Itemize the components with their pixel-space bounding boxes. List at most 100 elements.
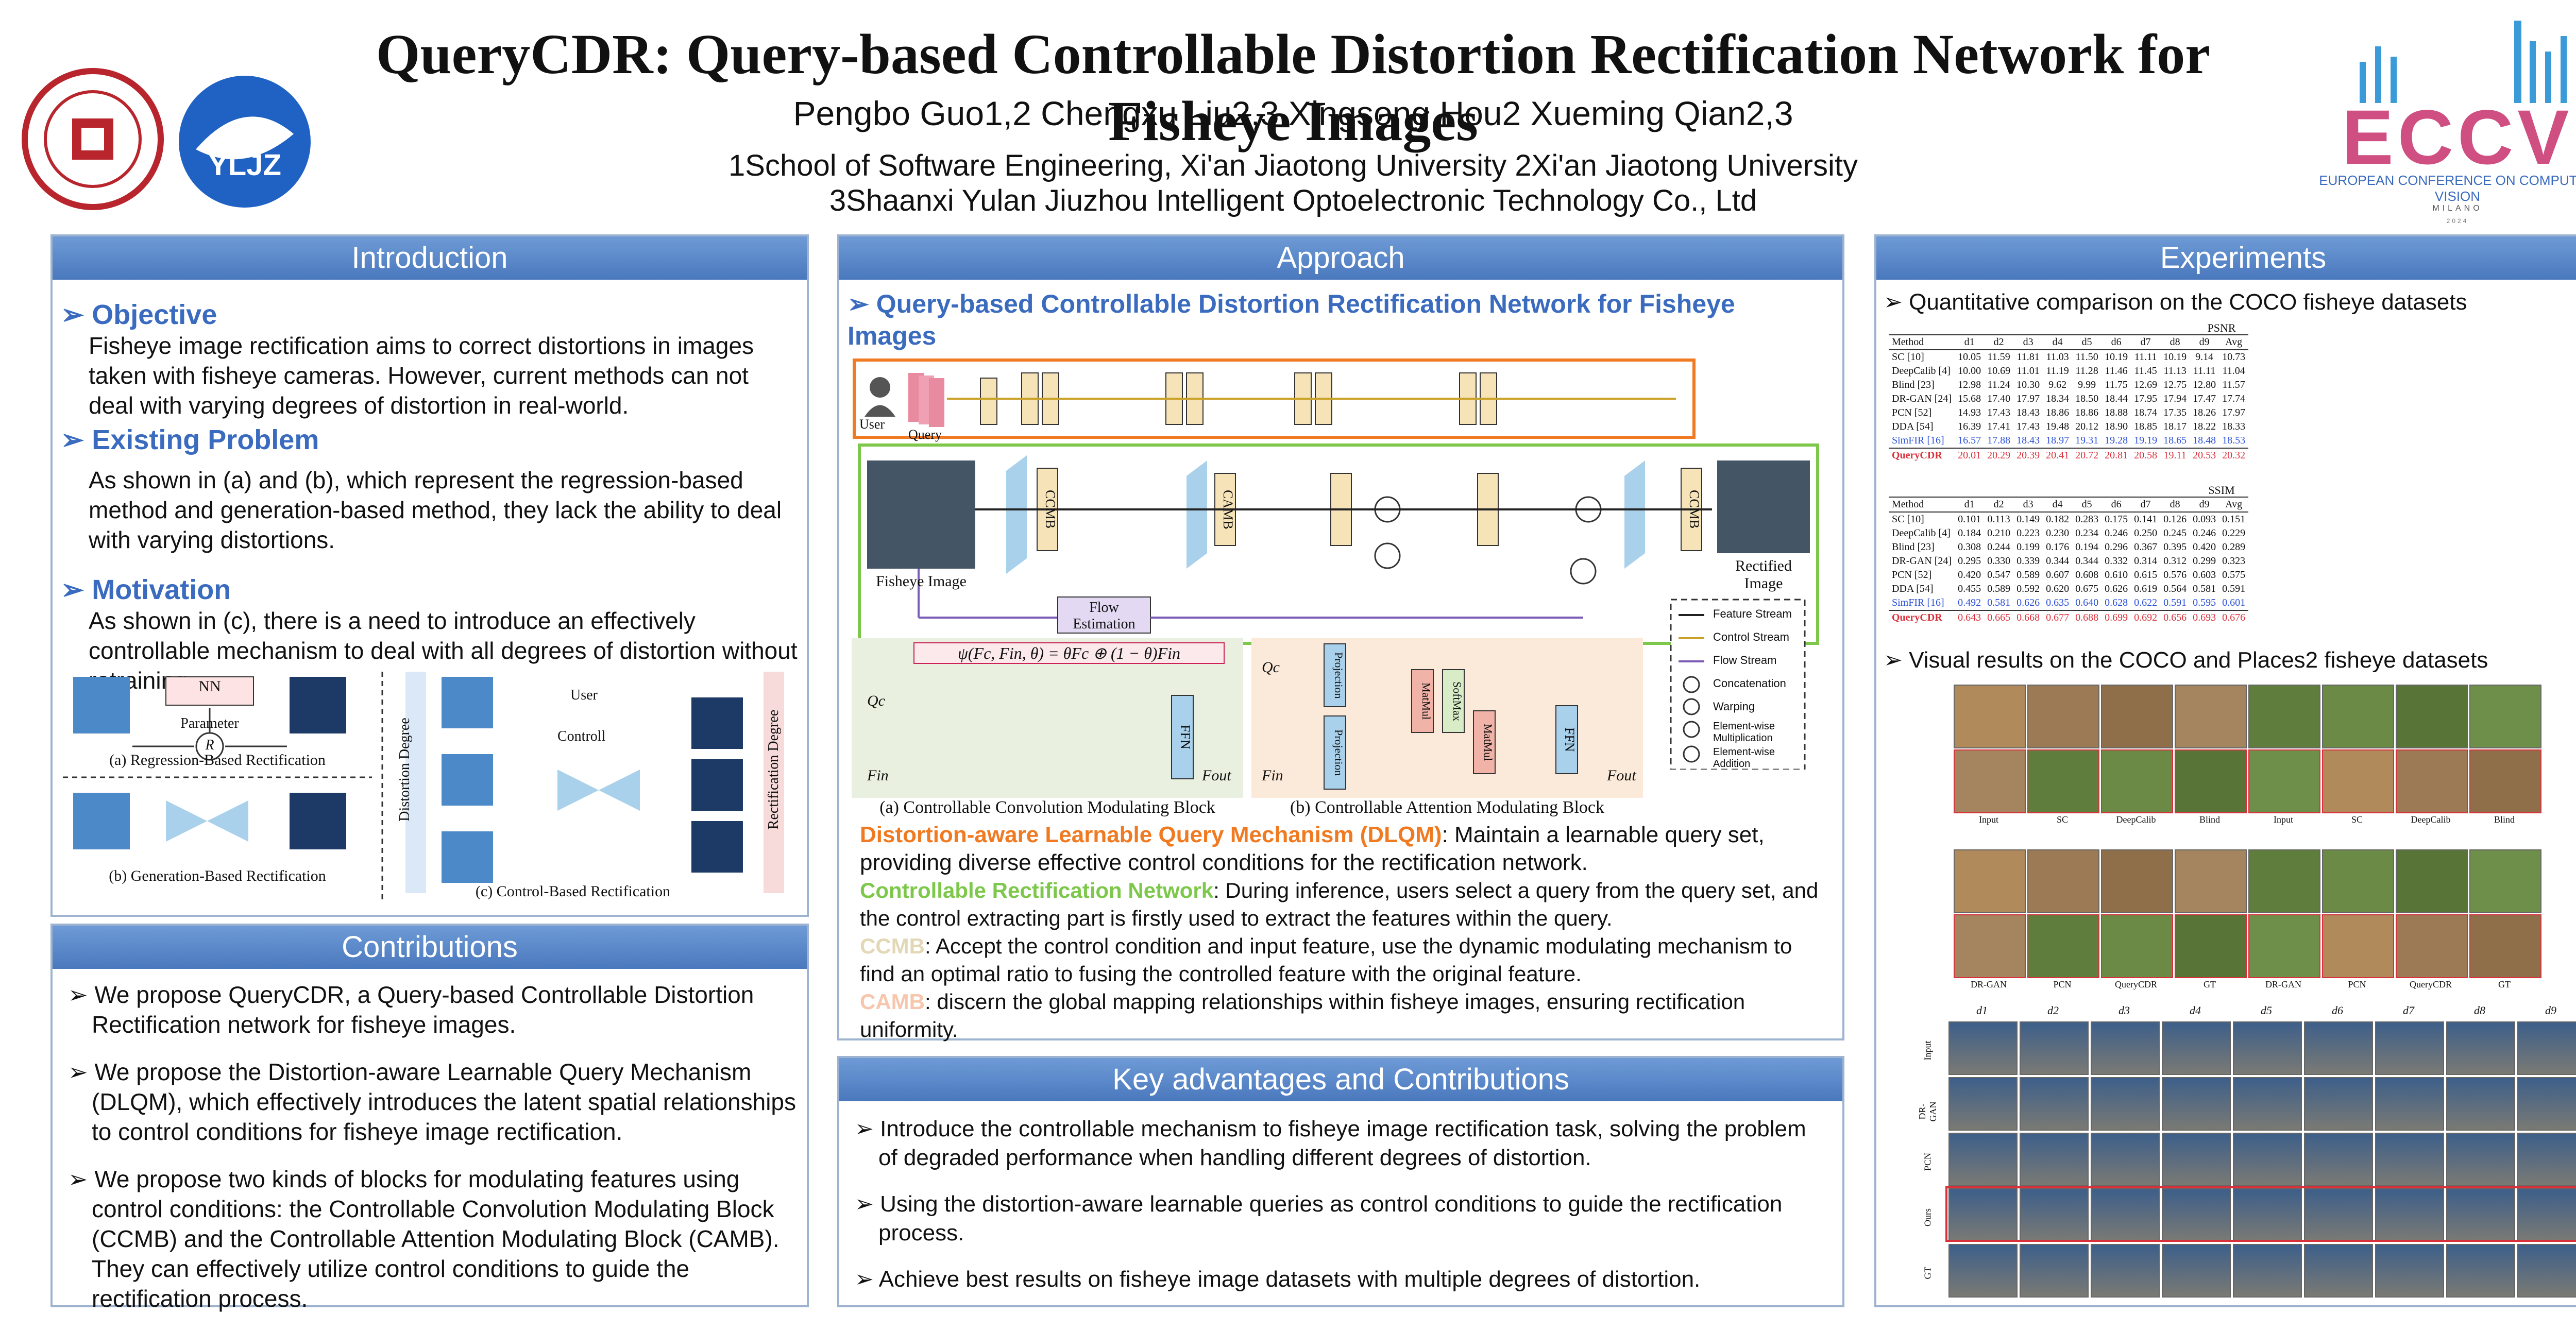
grid-thumbnail bbox=[2091, 1133, 2160, 1186]
result-label: Input bbox=[2274, 814, 2293, 825]
value-cell: 0.595 bbox=[2193, 597, 2216, 608]
value-cell: 0.592 bbox=[2016, 583, 2040, 594]
col-header: d1 bbox=[1955, 334, 1985, 350]
dlqm-title: Distortion-aware Learnable Query Mechani… bbox=[860, 822, 1442, 847]
value-cell: 0.234 bbox=[2075, 527, 2099, 539]
value-cell: 0.492 bbox=[1958, 597, 1981, 608]
col-header: d9 bbox=[2190, 334, 2219, 350]
camb-title: CAMB bbox=[860, 989, 925, 1014]
value-cell: 12.69 bbox=[2134, 379, 2158, 390]
col-header: d7 bbox=[2131, 497, 2161, 512]
pipeline-diagram bbox=[853, 359, 1819, 771]
grid-thumbnail bbox=[2375, 1077, 2444, 1131]
yljz-logo: YLJZ bbox=[175, 72, 314, 211]
value-cell: 0.420 bbox=[2193, 541, 2216, 553]
value-cell: 0.693 bbox=[2190, 610, 2219, 625]
method-cell: DR-GAN [24] bbox=[1892, 393, 1952, 404]
value-cell: 0.576 bbox=[2163, 569, 2187, 581]
result-thumbnail bbox=[2248, 914, 2320, 978]
col-header: Avg bbox=[2219, 497, 2249, 512]
grid-thumbnail bbox=[2233, 1021, 2302, 1075]
value-cell: 0.619 bbox=[2134, 583, 2158, 594]
value-cell: 0.149 bbox=[2013, 511, 2043, 526]
value-cell: 0.603 bbox=[2193, 569, 2216, 581]
value-cell: 17.97 bbox=[2222, 407, 2246, 418]
result-thumbnail bbox=[2175, 685, 2247, 748]
value-cell: 0.455 bbox=[1958, 583, 1981, 594]
grid-col-label: d5 bbox=[2261, 1004, 2272, 1017]
value-cell: 11.03 bbox=[2043, 349, 2073, 364]
grid-thumbnail bbox=[2375, 1188, 2444, 1242]
result-thumbnail bbox=[1954, 849, 2026, 913]
result-label: Input bbox=[1979, 814, 1998, 825]
fout-label: Fout bbox=[1607, 767, 1636, 784]
contributions-heading: Contributions bbox=[53, 926, 807, 969]
value-cell: 0.330 bbox=[1987, 555, 2011, 567]
arrow-icon: ➢ bbox=[855, 1267, 879, 1292]
camb-caption: (b) Controllable Attention Modulating Bl… bbox=[1290, 798, 1605, 817]
legend-mult: Element-wise Multiplication bbox=[1713, 721, 1775, 744]
matmul-block: MatMul bbox=[1473, 710, 1496, 774]
grid-thumbnail bbox=[2091, 1077, 2160, 1131]
value-cell: 0.665 bbox=[1984, 610, 2014, 625]
legend-feature: Feature Stream bbox=[1713, 607, 1792, 620]
value-cell: 0.246 bbox=[2193, 527, 2216, 539]
cap-a: (a) Regression-Based Rectification bbox=[109, 752, 326, 769]
value-cell: 10.19 bbox=[2160, 349, 2190, 364]
value-cell: 0.367 bbox=[2134, 541, 2158, 553]
ccmb-text: CCMB: Accept the control condition and i… bbox=[860, 934, 1792, 986]
approach-panel: Approach ➢ Query-based Controllable Dist… bbox=[837, 234, 1844, 1042]
result-label: Blind bbox=[2199, 814, 2220, 825]
grid-thumbnail bbox=[2162, 1077, 2231, 1131]
result-thumbnail bbox=[2101, 849, 2173, 913]
ours-highlight bbox=[1945, 1186, 2576, 1242]
value-cell: 11.01 bbox=[2016, 365, 2040, 377]
col-header: d4 bbox=[2043, 334, 2073, 350]
method-cell: DR-GAN [24] bbox=[1892, 555, 1952, 567]
intro-diagram bbox=[63, 672, 784, 903]
legend-warp: Warping bbox=[1713, 700, 1755, 713]
fin-label: Fin bbox=[1262, 767, 1283, 784]
grid-thumbnail bbox=[2020, 1021, 2089, 1075]
grid-row-label: Input bbox=[1922, 1040, 1933, 1061]
col-header: d8 bbox=[2160, 497, 2190, 512]
value-cell: 0.113 bbox=[1984, 511, 2014, 526]
value-cell: 18.43 bbox=[2016, 435, 2040, 446]
cap-c: (c) Control-Based Rectification bbox=[475, 883, 671, 900]
result-thumbnail bbox=[2248, 849, 2320, 913]
value-cell: 11.04 bbox=[2222, 365, 2245, 377]
value-cell: 9.62 bbox=[2048, 379, 2067, 390]
yljz-logo-icon: YLJZ bbox=[179, 76, 311, 208]
value-cell: 20.81 bbox=[2102, 448, 2131, 463]
value-cell: 17.97 bbox=[2016, 393, 2040, 404]
fig-user-label: User bbox=[570, 687, 598, 703]
value-cell: 11.24 bbox=[1987, 379, 2010, 390]
method-cell: SC [10] bbox=[1889, 349, 1955, 364]
value-cell: 18.74 bbox=[2134, 407, 2158, 418]
eccv-year: 2024 bbox=[2446, 217, 2469, 225]
result-thumbnail bbox=[2101, 685, 2173, 748]
value-cell: 0.677 bbox=[2043, 610, 2073, 625]
fig-parameter-label: Parameter bbox=[180, 715, 239, 731]
result-label: DR-GAN bbox=[2265, 979, 2301, 989]
result-thumbnail bbox=[2322, 849, 2394, 913]
value-cell: 0.622 bbox=[2134, 597, 2158, 608]
value-cell: 11.81 bbox=[2013, 349, 2043, 364]
result-label: GT bbox=[2204, 979, 2216, 989]
value-cell: 18.90 bbox=[2105, 421, 2128, 432]
value-cell: 0.176 bbox=[2046, 541, 2070, 553]
result-thumbnail bbox=[2248, 749, 2320, 813]
value-cell: 0.620 bbox=[2046, 583, 2070, 594]
eccv-city: MILANO bbox=[2432, 204, 2483, 213]
ccmb-figure: ψ(Fc, Fin, θ) = θFc ⊕ (1 − θ)Fin FFN Qc … bbox=[852, 638, 1243, 798]
value-cell: 0.607 bbox=[2046, 569, 2070, 581]
method-cell: SimFIR [16] bbox=[1892, 435, 1944, 446]
grid-thumbnail bbox=[1948, 1133, 2018, 1186]
fig-rectification-degree: Rectification Degree bbox=[766, 709, 782, 830]
value-cell: 0.675 bbox=[2075, 583, 2099, 594]
result-thumbnail bbox=[2396, 749, 2468, 813]
grid-row-label: GT bbox=[1922, 1267, 1933, 1279]
